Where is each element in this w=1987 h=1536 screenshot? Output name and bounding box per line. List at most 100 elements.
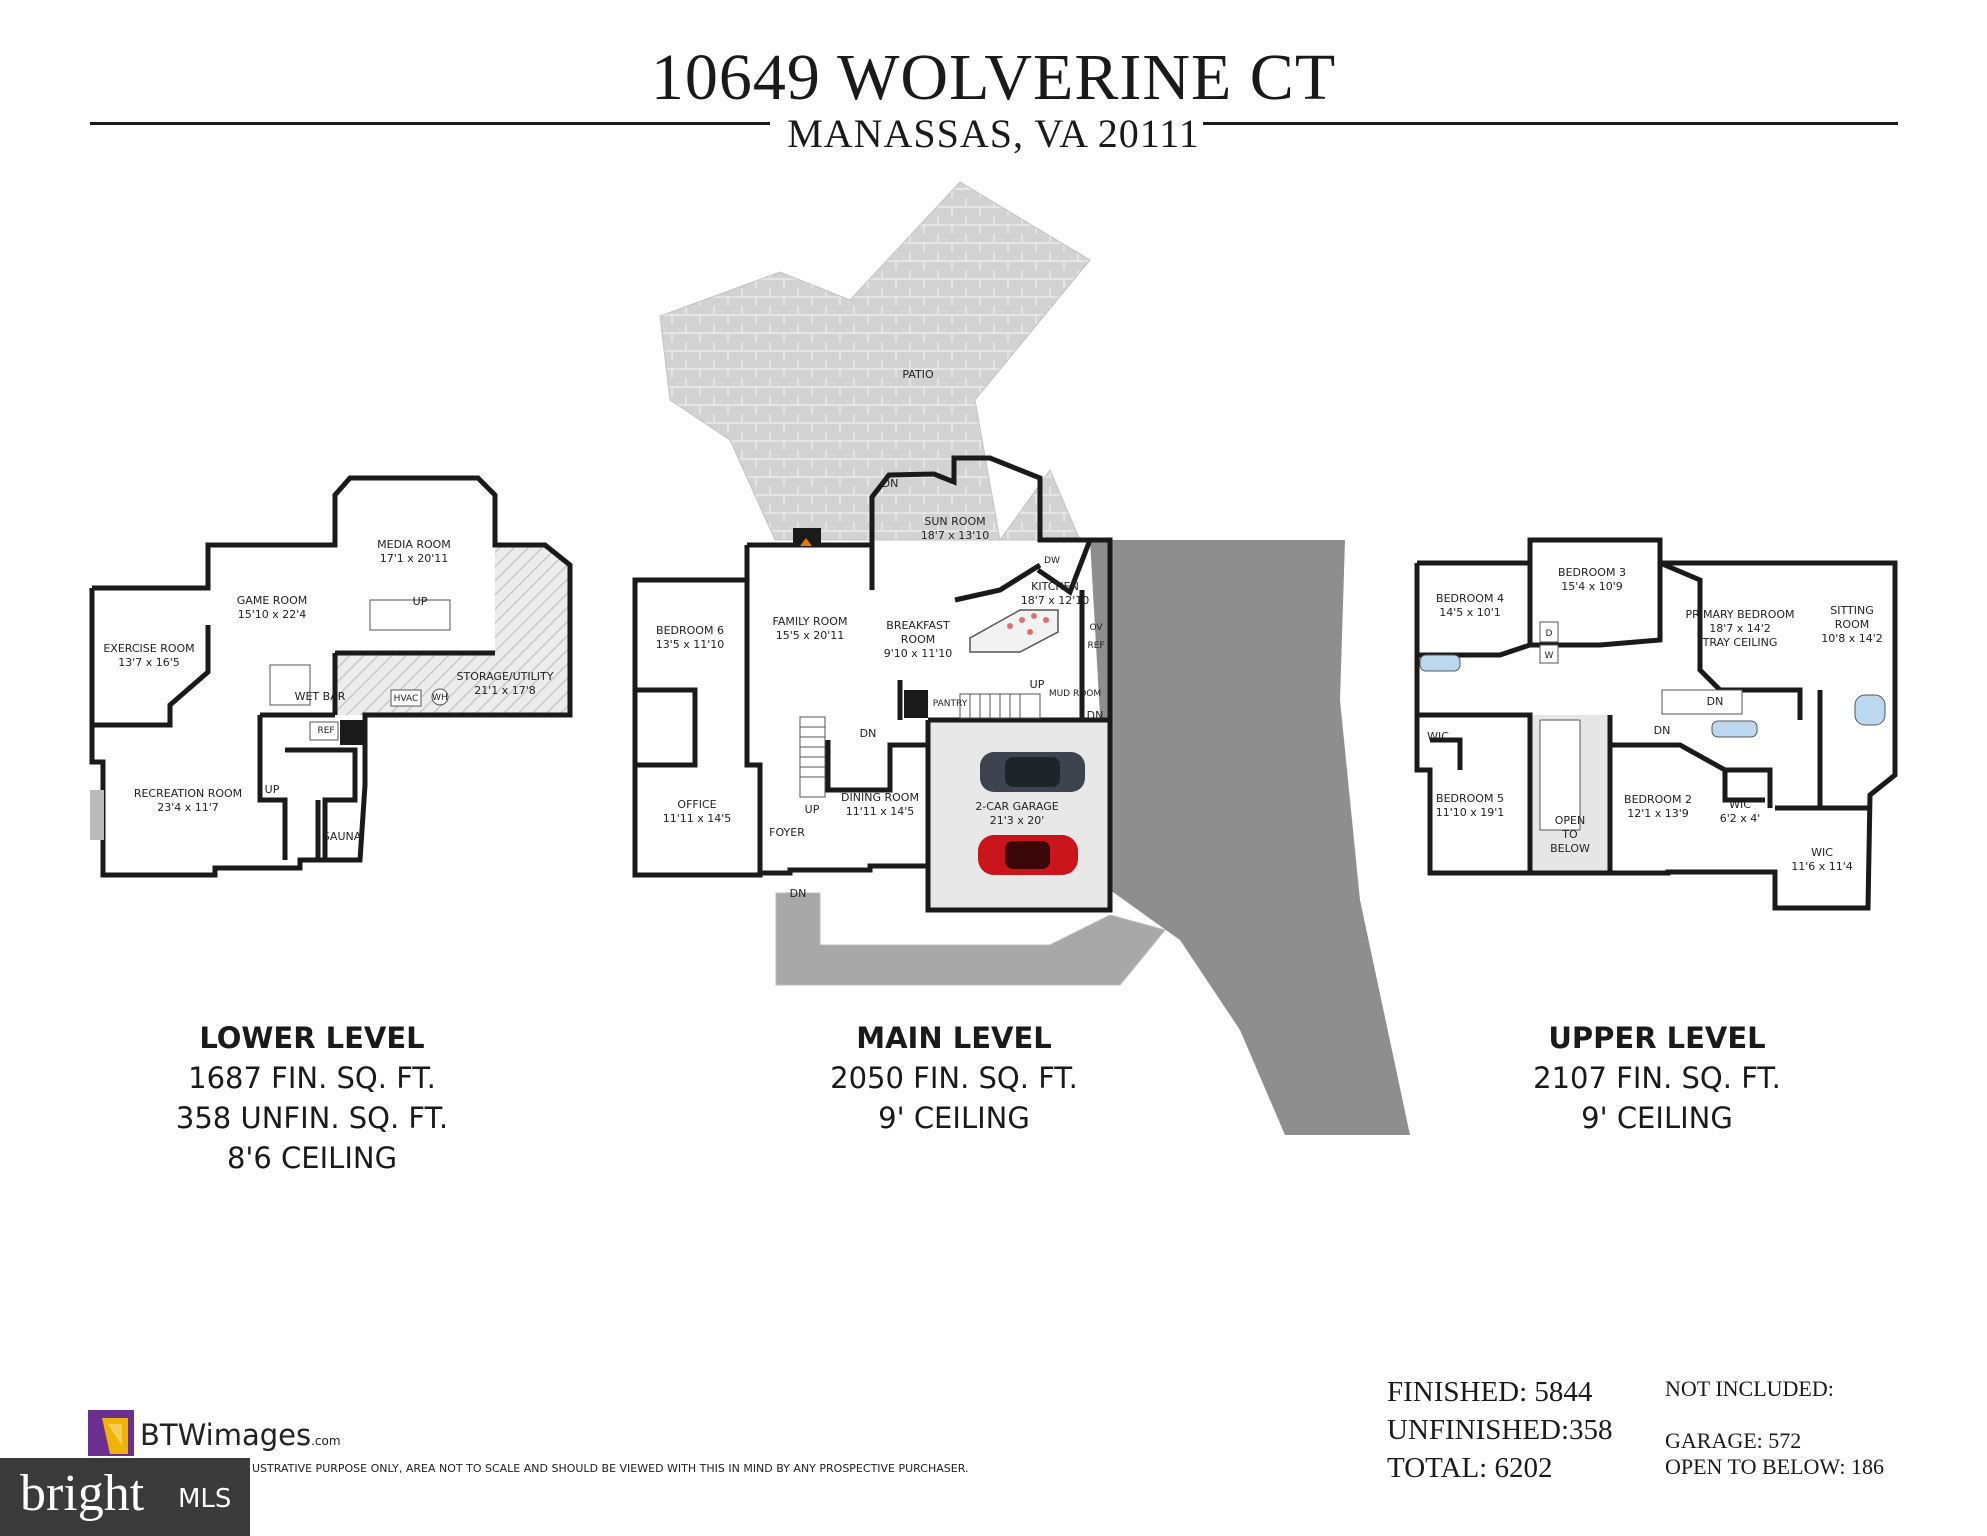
patio-label: PATIO — [902, 368, 934, 381]
water-heater-label: WH — [432, 693, 448, 703]
upper-level-caption: UPPER LEVEL 2107 FIN. SQ. FT. 9' CEILING — [1407, 1018, 1907, 1138]
sitting-room-name-2: ROOM — [1835, 618, 1869, 631]
storage-name: STORAGE/UTILITY — [457, 670, 554, 683]
hvac-label: HVAC — [394, 694, 419, 704]
header-rule-left — [90, 122, 770, 125]
lower-level-ceiling: 8'6 CEILING — [226, 1141, 398, 1175]
car-dark — [980, 752, 1085, 792]
bedroom3-dims: 15'4 x 10'9 — [1561, 580, 1623, 593]
btw-logo-icon — [88, 1410, 134, 1456]
main-stairs-down-label: DN — [860, 727, 877, 740]
oven-label: OV — [1089, 623, 1103, 633]
office-name: OFFICE — [677, 798, 716, 811]
property-city-line: MANASSAS, VA 20111 — [787, 111, 1200, 156]
upper-stairs-2 — [1539, 719, 1581, 831]
wic-small-name: WIC — [1729, 798, 1751, 811]
pantry-label: PANTRY — [933, 699, 968, 709]
wet-bar-label: WET BAR — [295, 690, 346, 703]
bedroom4-name: BEDROOM 4 — [1436, 592, 1504, 605]
patio-stairs-down-label: DN — [882, 477, 899, 490]
wic-large-dims: 11'6 x 11'4 — [1791, 860, 1853, 873]
game-room-name: GAME ROOM — [237, 594, 307, 607]
bright-mls-word: bright — [20, 1465, 145, 1522]
lower-fridge — [309, 721, 339, 741]
main-level-title: MAIN LEVEL — [856, 1021, 1052, 1055]
main-chimney — [904, 690, 928, 718]
hvac-unit — [390, 689, 422, 707]
btw-logo-suffix: .com — [311, 1434, 341, 1448]
kitchen-island — [969, 609, 1059, 653]
dining-name: DINING ROOM — [841, 791, 919, 804]
btw-logo: BTWimages.com — [140, 1418, 341, 1452]
foyer-stairs-up-label: UP — [805, 803, 820, 816]
breakfast-dims: 9'10 x 11'10 — [884, 647, 953, 660]
tub-bedroom2 — [1711, 720, 1758, 738]
lower-stairs — [369, 599, 451, 631]
garage-floor — [928, 720, 1112, 910]
lower-stairs-up-label-2: UP — [265, 783, 280, 796]
lower-window-well — [90, 790, 104, 840]
garage-name: 2-CAR GARAGE — [975, 800, 1058, 813]
island-stools — [1007, 613, 1049, 635]
recreation-room-name: RECREATION ROOM — [134, 787, 242, 800]
bedroom6-dims: 13'5 x 11'10 — [656, 638, 725, 651]
media-room-dims: 17'1 x 20'11 — [380, 552, 449, 565]
total-overall: TOTAL: 6202 — [1387, 1452, 1553, 1484]
exercise-room-dims: 13'7 x 16'5 — [118, 656, 180, 669]
bedroom3-name: BEDROOM 3 — [1558, 566, 1626, 579]
breakfast-name-2: ROOM — [901, 633, 935, 646]
open-below-1: OPEN — [1555, 814, 1585, 827]
wic-left-label: WIC — [1427, 730, 1449, 743]
not-included-block: NOT INCLUDED: GARAGE: 572 OPEN TO BELOW:… — [1665, 1376, 1884, 1480]
main-stairs — [799, 693, 1041, 798]
totals-block: FINISHED: 5844 UNFINISHED:358 TOTAL: 620… — [1387, 1373, 1613, 1487]
exercise-room-name: EXERCISE ROOM — [103, 642, 194, 655]
btw-logo-text: BTWimages — [140, 1418, 312, 1452]
bright-mls-badge: bright MLS — [0, 1458, 250, 1536]
recreation-room-dims: 23'4 x 11'7 — [157, 801, 219, 814]
bright-mls-suffix: MLS — [178, 1484, 232, 1514]
dryer-label: D — [1546, 629, 1553, 639]
front-steps-down-label: DN — [790, 887, 807, 900]
washer-label: W — [1545, 651, 1554, 661]
lower-ref-label: REF — [317, 726, 334, 736]
foyer-label: FOYER — [769, 826, 805, 839]
dryer-box — [1539, 621, 1559, 643]
dining-dims: 11'11 x 14'5 — [846, 805, 915, 818]
main-level-plan: PATIO SUN ROOM 18'7 x 13'10 FAMILY ROOM … — [632, 181, 1410, 1135]
upper-stairs-down-label: DN — [1707, 695, 1724, 708]
upper-level-finished: 2107 FIN. SQ. FT. — [1533, 1061, 1781, 1095]
lower-level-title: LOWER LEVEL — [199, 1021, 425, 1055]
office-dims: 11'11 x 14'5 — [663, 812, 732, 825]
upper-level-ceiling: 9' CEILING — [1581, 1101, 1733, 1135]
total-finished: FINISHED: 5844 — [1387, 1376, 1593, 1408]
wic-small-dims: 6'2 x 4' — [1720, 812, 1761, 825]
garage-dims: 21'3 x 20' — [990, 814, 1045, 827]
fire-icon — [800, 538, 812, 546]
sitting-room-name-1: SITTING — [1830, 604, 1873, 617]
sitting-room-dims: 10'8 x 14'2 — [1821, 632, 1883, 645]
upper-stairs — [1661, 689, 1743, 715]
breakfast-name-1: BREAKFAST — [886, 619, 950, 632]
primary-tub — [1854, 694, 1886, 726]
lower-stairs-up-label: UP — [413, 595, 428, 608]
main-ref-label: REF — [1087, 641, 1104, 651]
washer-box — [1539, 644, 1559, 664]
sauna-label: SAUNA — [323, 830, 362, 843]
lower-level-caption: LOWER LEVEL 1687 FIN. SQ. FT. 358 UNFIN.… — [62, 1018, 562, 1178]
wic-large-name: WIC — [1811, 846, 1833, 859]
sun-room-name: SUN ROOM — [924, 515, 985, 528]
header-rule-right — [1203, 122, 1898, 125]
main-level-ceiling: 9' CEILING — [878, 1101, 1030, 1135]
lower-level-unfinished: 358 UNFIN. SQ. FT. — [175, 1101, 449, 1135]
main-fireplace — [793, 528, 821, 546]
bedroom5-dims: 11'10 x 19'1 — [1436, 806, 1505, 819]
water-heater — [431, 688, 449, 706]
kitchen-dims: 18'7 x 12'10 — [1021, 594, 1090, 607]
lower-column — [340, 720, 365, 745]
sun-room-dims: 18'7 x 13'10 — [921, 529, 990, 542]
car-red — [978, 835, 1078, 875]
bedroom6-name: BEDROOM 6 — [656, 624, 724, 637]
